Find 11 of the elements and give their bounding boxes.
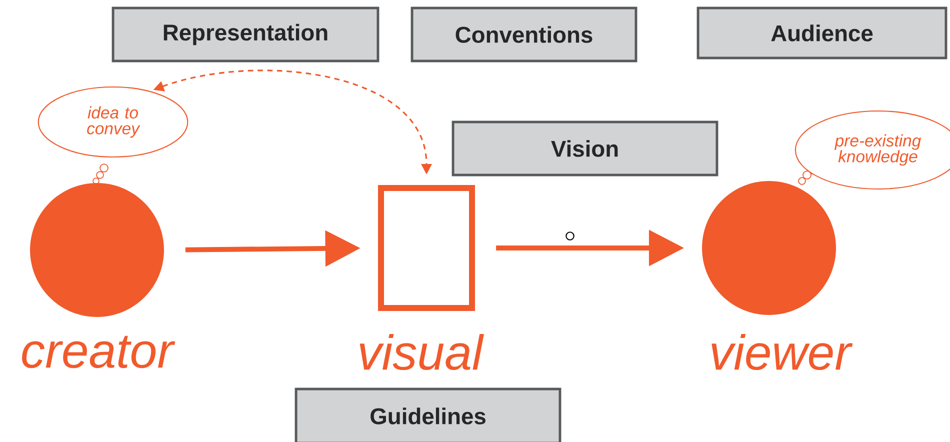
label-box: Representation [112,6,380,62]
role-label: visual [360,334,484,370]
label-box: Conventions [410,6,638,62]
role-label: viewer [712,334,853,370]
thought-bubble: idea to convey [38,86,188,184]
label-box: Vision [452,120,718,176]
node-label: pre-existing knowledge [834,134,921,166]
label-box: Guidelines [294,388,562,442]
thought-bubble: pre-existing knowledge [794,110,950,190]
label-box: Audience [696,6,948,60]
role-label: creator [22,336,176,368]
